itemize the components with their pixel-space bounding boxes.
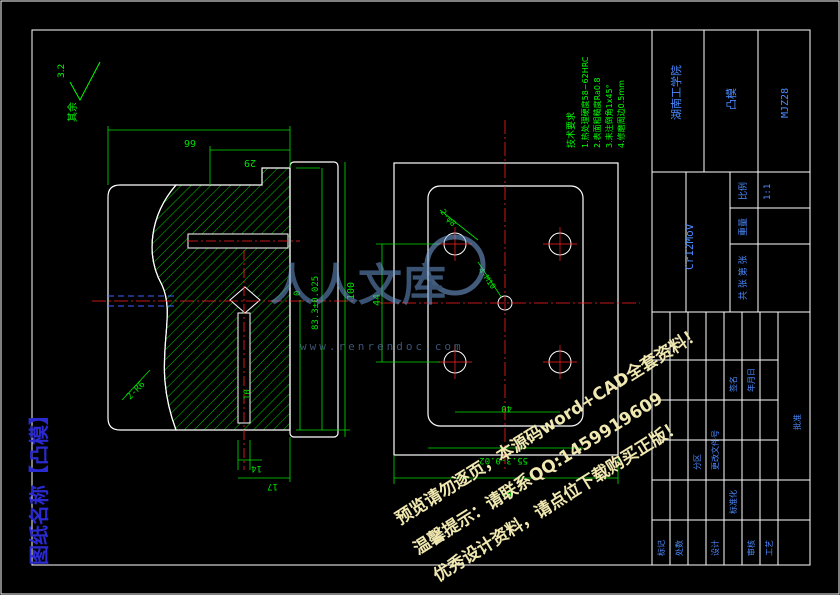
title-block [651, 29, 811, 566]
title-scale-label: 比例 [737, 182, 749, 200]
left-section-view [92, 161, 356, 470]
title-role-review: 审核 [746, 540, 756, 556]
dim-inner-height: 83.3±0.025 [311, 276, 321, 330]
title-role-process: 工艺 [765, 540, 774, 556]
title-row-zone: 分区 [693, 454, 702, 470]
title-weight-label: 重量 [737, 218, 749, 236]
dim-height: 100 [346, 282, 357, 300]
dim-hole: 2-φ8 [438, 208, 457, 229]
watermark: 人人文库 www.renrendoc.com [270, 234, 486, 353]
title-row-date: 年月日 [746, 368, 756, 392]
title-part-name: 凸模 [725, 88, 738, 110]
title-row-sign: 签名 [728, 376, 738, 392]
tech-req-line-3: 3.未注倒角1x45° [604, 84, 614, 148]
title-sheet-label: 共 张 第 张 [737, 255, 749, 300]
promo-line-3: 优秀设计资料，请点位下载购买正版！ [430, 415, 686, 586]
tech-req-line-2: 2.表面粗糙度Ra0.8 [592, 77, 602, 148]
dim-right-width-a: 55.3-0.02 [479, 455, 528, 465]
dim-step-width: 29 [244, 157, 256, 168]
title-row-count: 处数 [674, 540, 684, 556]
title-school: 湖南工学院 [669, 65, 683, 120]
tech-req-line-4: 4.修磨周边0.5mm [616, 80, 626, 148]
dim-right-inner-width: 40 [501, 403, 512, 413]
dim-center: 0 [293, 291, 303, 296]
left-dimensions [107, 126, 350, 482]
tech-req-title: 技术要求 [565, 112, 577, 148]
watermark-url: www.renrendoc.com [300, 340, 464, 353]
dim-lower-c: 17 [267, 481, 278, 491]
title-row-change: 更改文件号 [710, 430, 720, 470]
title-role-design: 设计 [710, 540, 720, 556]
roughness-label: 其余 [66, 102, 79, 122]
promo-line-2: 温馨提示：请联系QQ:1459919609 [410, 388, 667, 559]
title-material: Cr12MoV [683, 223, 696, 270]
title-role-approve: 批准 [792, 414, 802, 430]
title-scale-value: 1:1 [763, 184, 773, 200]
roughness-value: 3.2 [57, 64, 67, 78]
side-title: 图纸名称【凸模】 [27, 405, 51, 565]
dim-right-height: 44 [372, 294, 383, 306]
dim-radius: 2-R6 [125, 380, 147, 402]
dim-right-width-b: 80 [501, 487, 512, 497]
title-row-mark: 标记 [656, 540, 666, 556]
title-drawing-no: MJZ28 [780, 88, 791, 118]
dim-lower-a: 10 [243, 389, 253, 400]
tech-req-line-1: 1.热处理硬度58~62HRC [580, 56, 590, 148]
watermark-brand: 人人文库 [270, 260, 446, 311]
technical-requirements: 技术要求 1.热处理硬度58~62HRC 2.表面粗糙度Ra0.8 3.未注倒角… [565, 56, 626, 148]
title-role-standard: 标准化 [728, 490, 738, 514]
surface-roughness-symbol [69, 61, 101, 102]
dim-overall-width: 66 [184, 137, 196, 148]
dim-lower-b: 14 [251, 463, 262, 473]
